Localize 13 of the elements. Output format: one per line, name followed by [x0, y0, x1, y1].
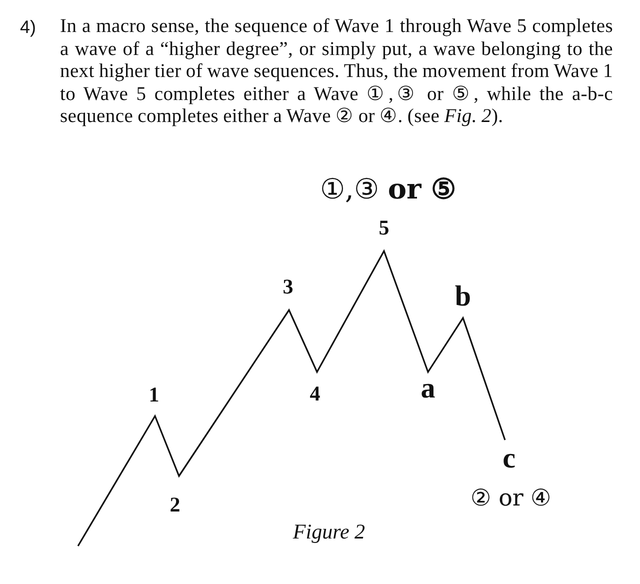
wave-degree-label: ①,③ or ⑤ [320, 174, 456, 206]
wave-label: 3 [282, 276, 294, 298]
wave-label: b [454, 282, 472, 312]
wave-label: c [502, 444, 516, 474]
wave-label: a [420, 374, 436, 404]
list-number: 4) [20, 16, 36, 38]
wave-label: 2 [170, 494, 180, 516]
paragraph: In a macro sense, the sequence of Wave 1 through Wave 5 completes a wave of a “higher degree”, or simply put, a wave belonging to the next higher tier of wave sequences. Thus, the movement from Wave 1 to Wave 5 completes either a Wave ①,③ or ⑤, while the a-b-c sequence completes either a Wave ② or ④. (see Fig. 2). [60, 16, 613, 128]
wave-degree-label: ② or ④ [470, 486, 552, 512]
wave-label: 1 [148, 384, 160, 406]
figure-caption: Figure 2 [292, 520, 366, 544]
wave-label: 4 [310, 384, 320, 404]
wave-label: 5 [378, 218, 390, 238]
